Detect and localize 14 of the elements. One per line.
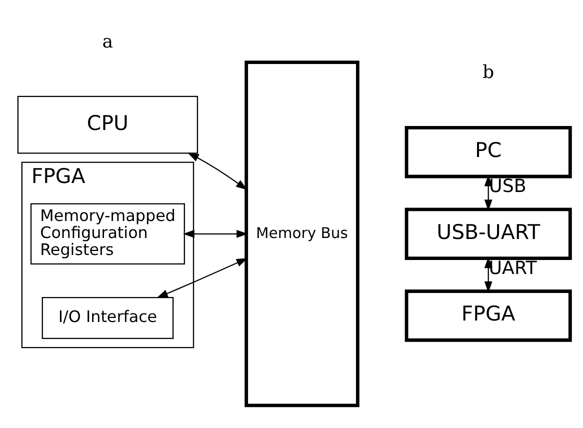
node-box: CPU (17, 96, 198, 154)
arrow (156, 258, 248, 298)
label: b (482, 62, 494, 83)
node-box: USB-UART (404, 208, 572, 260)
label: a (102, 31, 114, 52)
node-box: PC (404, 126, 572, 178)
arrow (188, 152, 248, 190)
node-box: Memory-mapped Configuration Registers (30, 203, 185, 265)
edge-label: UART (488, 258, 537, 279)
arrow (183, 230, 248, 238)
node-box: FPGA (404, 290, 572, 342)
node-box: I/O Interface (42, 296, 174, 339)
node-box: Memory Bus (244, 60, 360, 408)
edge-label: USB (489, 176, 526, 198)
